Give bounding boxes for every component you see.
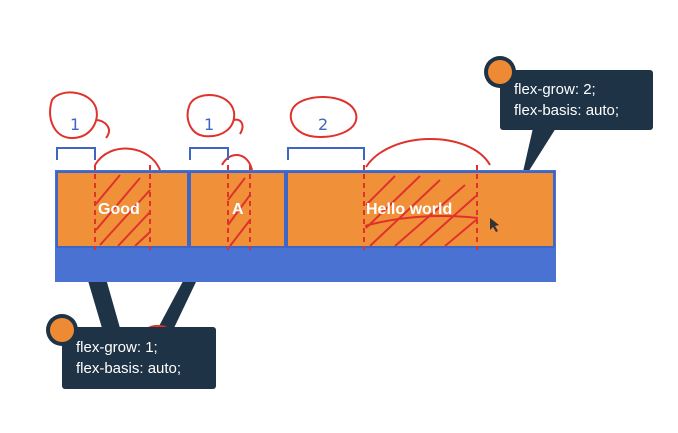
callout-small-prop-1: flex-grow bbox=[76, 339, 137, 356]
callout-small-line-2: flex-basis: auto; bbox=[76, 359, 181, 378]
grow-label-hello-world: 2 bbox=[318, 115, 329, 134]
callout-large-prop-2: flex-basis bbox=[514, 102, 578, 119]
callout-large-value-2: : auto; bbox=[577, 102, 620, 119]
grow-circles bbox=[49, 91, 358, 140]
callout-large-dot bbox=[488, 60, 512, 84]
grow-label-a: 1 bbox=[204, 115, 215, 134]
callout-small-prop-2: flex-basis bbox=[76, 360, 140, 377]
flex-item-good bbox=[56, 171, 189, 248]
callout-small-value-1: : 1; bbox=[136, 339, 158, 356]
callout-small-value-2: : auto; bbox=[139, 360, 182, 377]
hatch-marks bbox=[94, 174, 479, 247]
callout-large-value-1: : 2; bbox=[574, 81, 596, 98]
callout-large-prop-1: flex-grow bbox=[514, 81, 575, 98]
item-text-good: Good bbox=[98, 201, 140, 218]
item-text-hello-world: Hello world bbox=[366, 201, 453, 218]
callout-large: flex-grow: 2; flex-basis: auto; bbox=[500, 70, 653, 130]
callout-small-dot bbox=[50, 318, 74, 342]
flex-item-hello-world bbox=[286, 171, 555, 248]
grow-label-good: 1 bbox=[70, 115, 81, 134]
callout-small-line-1: flex-grow: 1; bbox=[76, 338, 158, 357]
callout-large-line-1: flex-grow: 2; bbox=[514, 80, 596, 99]
callout-large-line-2: flex-basis: auto; bbox=[514, 101, 619, 120]
red-arcs bbox=[94, 138, 491, 171]
grow-brackets bbox=[56, 147, 365, 160]
callout-small: flex-grow: 1; flex-basis: auto; bbox=[62, 327, 216, 389]
flex-item-a bbox=[189, 171, 286, 248]
mouse-cursor-icon bbox=[490, 218, 499, 232]
item-text-a: A bbox=[232, 201, 244, 218]
